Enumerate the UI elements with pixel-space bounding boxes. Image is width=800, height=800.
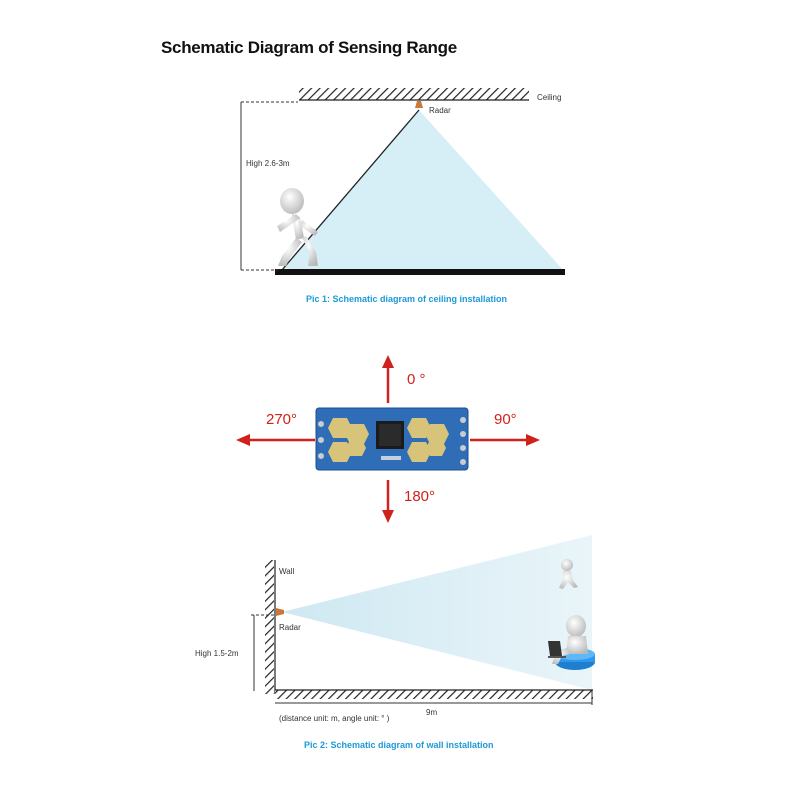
ceiling-height-label: High 2.6-3m xyxy=(246,159,290,168)
wall-radar-icon xyxy=(276,608,284,616)
arrow-right xyxy=(470,434,540,446)
antenna-left xyxy=(328,418,369,462)
ceiling-beam xyxy=(279,110,565,272)
walking-person-small-icon xyxy=(559,559,578,589)
ceiling-installation-diagram xyxy=(240,88,565,275)
angle-right-label: 90° xyxy=(494,411,517,428)
wall-installation-diagram xyxy=(251,535,595,705)
page-title: Schematic Diagram of Sensing Range xyxy=(161,38,457,57)
wall-radar-label: Radar xyxy=(279,623,301,632)
arrow-up xyxy=(382,355,394,403)
ceiling-caption: Pic 1: Schematic diagram of ceiling inst… xyxy=(306,294,508,304)
wall-caption: Pic 2: Schematic diagram of wall install… xyxy=(304,740,494,750)
walking-person-icon xyxy=(277,188,318,266)
antenna-right xyxy=(407,418,449,462)
angle-bottom-label: 180° xyxy=(404,488,436,505)
radar-board-diagram xyxy=(236,355,540,523)
floor-bar xyxy=(275,269,565,275)
arrow-left xyxy=(236,434,315,446)
unit-note: (distance unit: m, angle unit: ° ) xyxy=(279,714,390,723)
ceiling-radar-label: Radar xyxy=(429,106,451,115)
sitting-person-laptop-icon xyxy=(548,615,595,670)
wall-label: Wall xyxy=(279,567,295,576)
angle-left-label: 270° xyxy=(266,411,298,428)
floor-hatch xyxy=(275,690,593,699)
wall-hatch xyxy=(265,560,274,694)
ceiling-hatch xyxy=(299,88,529,100)
arrow-down xyxy=(382,480,394,523)
angle-top-label: 0 ° xyxy=(407,371,426,388)
ceiling-radar-icon xyxy=(415,101,423,108)
ceiling-label: Ceiling xyxy=(537,93,562,102)
beam-edge-line xyxy=(281,109,420,271)
wall-height-label: High 1.5-2m xyxy=(195,649,239,658)
wall-beam xyxy=(282,535,592,690)
distance-label: 9m xyxy=(426,708,438,717)
